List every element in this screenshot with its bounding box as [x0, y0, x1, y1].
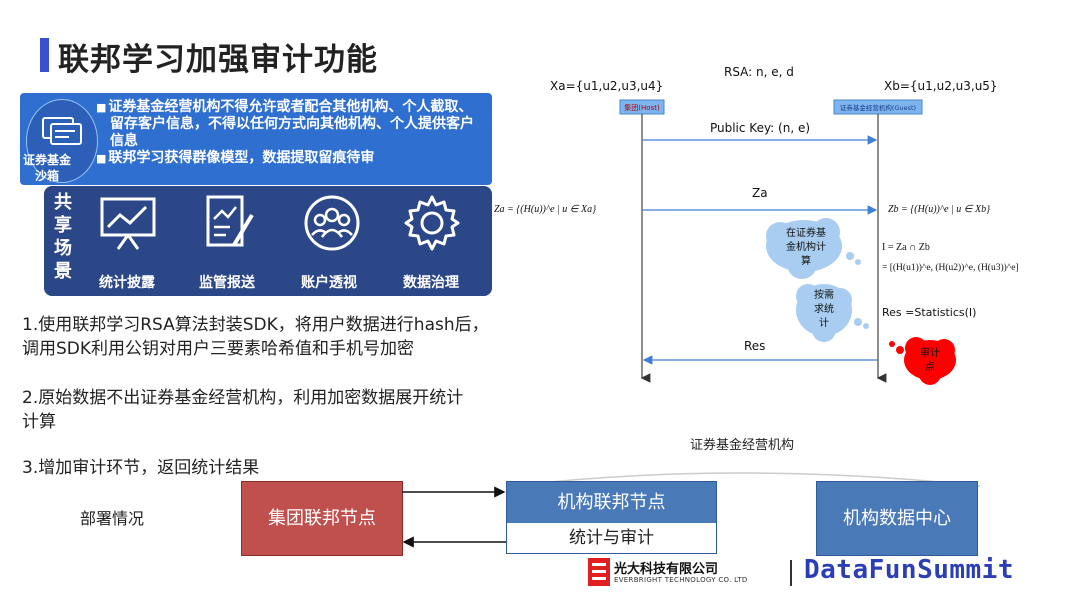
sandbox-label-line2: 沙箱: [34, 169, 59, 183]
heading-char: 景: [54, 261, 72, 282]
cloud1-line1: 在证券基: [786, 226, 826, 239]
cloud1-line3: 算: [801, 254, 811, 267]
shared-scenes-heading: 共 享 场 景: [52, 191, 74, 283]
heading-char: 场: [54, 238, 72, 259]
res-label: Res: [744, 339, 765, 353]
deployment-arrows: [402, 486, 506, 548]
report-edit-icon: [206, 195, 254, 247]
res-formula: Res =Statistics(I): [882, 306, 976, 319]
inst-node-label: 机构联邦节点: [557, 492, 666, 513]
public-key-label: Public Key: (n, e): [710, 121, 810, 135]
rules-list: 证券基金经营机构不得允许或者配合其他机构、个人截取、留存客户信息，不得以任何方式…: [96, 99, 486, 167]
step-1-line1: 1.使用联邦学习RSA算法封装SDK，将用户数据进行hash后，: [22, 315, 489, 335]
rule-item: 证券基金经营机构不得允许或者配合其他机构、个人截取、留存客户信息，不得以任何方式…: [96, 99, 486, 150]
step-1: 1.使用联邦学习RSA算法封装SDK，将用户数据进行hash后， 调用SDK利用…: [22, 313, 489, 361]
scene-label-report: 监管报送: [199, 275, 255, 291]
heading-char: 享: [54, 215, 72, 236]
company-name-en: EVERBRIGHT TECHNOLOGY CO. LTD: [614, 576, 748, 584]
guest-label: 证券基金经营机构(Guest): [840, 103, 916, 112]
sandbox-label-line1: 证券基金: [22, 153, 71, 167]
institution-bracket: [509, 472, 981, 487]
intersection-line1: I = Za ∩ Zb: [882, 242, 930, 253]
institution-caption: 证券基金经营机构: [690, 438, 795, 453]
scene-label-stats: 统计披露: [99, 275, 155, 291]
data-center-label: 机构数据中心: [843, 508, 951, 529]
users-group-icon: [304, 195, 360, 251]
step-3-line1: 3.增加审计环节，返回统计结果: [22, 458, 260, 478]
step-1-line2: 调用SDK利用公钥对用户三要素哈希值和手机号加密: [22, 339, 415, 359]
zb-formula: Zb = {(H(u))^e | u ∈ Xb}: [888, 204, 990, 215]
deployment-label: 部署情况: [80, 509, 145, 528]
za-label: Za: [752, 186, 768, 200]
host-label: 集团(Host): [624, 103, 660, 112]
group-federated-node: 集团联邦节点: [241, 481, 403, 556]
heading-char: 共: [54, 192, 72, 213]
institution-data-center: 机构数据中心: [816, 481, 978, 556]
sandbox-badge: [26, 99, 98, 183]
xa-label: Xa={u1,u2,u3,u4}: [550, 79, 663, 93]
rule-item: 联邦学习获得群像模型，数据提取留痕待审: [96, 150, 486, 167]
footer-separator: [790, 560, 792, 586]
rsa-psi-protocol-diagram: Xa={u1,u2,u3,u4} RSA: n, e, d Xb={u1,u2,…: [494, 65, 1019, 385]
sandbox-label: 证券基金 沙箱: [14, 152, 80, 184]
step-2-line2: 计算: [22, 412, 56, 432]
gear-icon: [404, 195, 460, 251]
title-accent-bar: [40, 38, 49, 72]
intersection-line2: = [(H(u1))^e, (H(u2))^e, (H(u3))^e]: [882, 262, 1019, 273]
cloud1-line2: 金机构计: [786, 240, 826, 253]
scene-label-governance: 数据治理: [403, 275, 459, 291]
audit-cloud: [889, 337, 956, 385]
institution-federated-node: 机构联邦节点: [506, 481, 717, 525]
group-node-label: 集团联邦节点: [268, 508, 376, 529]
step-2: 2.原始数据不出证券基金经营机构，利用加密数据展开统计 计算: [22, 386, 463, 434]
cloud2-line2: 求统: [814, 302, 834, 315]
rsa-label: RSA: n, e, d: [724, 65, 794, 79]
statistics-audit-node: 统计与审计: [506, 523, 717, 554]
everbright-logo-icon: [588, 558, 610, 586]
cloud2-line3: 计: [819, 316, 829, 329]
cloud2-line1: 按需: [814, 288, 834, 301]
company-name-cn: 光大科技有限公司: [614, 562, 719, 577]
xb-label: Xb={u1,u2,u3,u5}: [884, 79, 998, 93]
shared-scenes-panel: [44, 186, 492, 296]
sandbox-card-icon: [42, 117, 82, 145]
step-3: 3.增加审计环节，返回统计结果: [22, 456, 259, 480]
statistics-cloud: [796, 284, 869, 342]
scene-label-account: 账户透视: [301, 275, 357, 291]
audit-line1: 审计: [920, 346, 940, 359]
page-title: 联邦学习加强审计功能: [58, 42, 378, 78]
za-formula: Za = {(H(u))^e | u ∈ Xa}: [494, 204, 596, 215]
step-2-line1: 2.原始数据不出证券基金经营机构，利用加密数据展开统计: [22, 388, 464, 408]
datafun-summit-logo: DataFunSummit: [804, 555, 1014, 585]
chart-board-icon: [100, 197, 156, 250]
audit-line2: 点: [925, 361, 935, 373]
audit-node-label: 统计与审计: [569, 528, 654, 548]
compute-cloud: [766, 218, 861, 279]
